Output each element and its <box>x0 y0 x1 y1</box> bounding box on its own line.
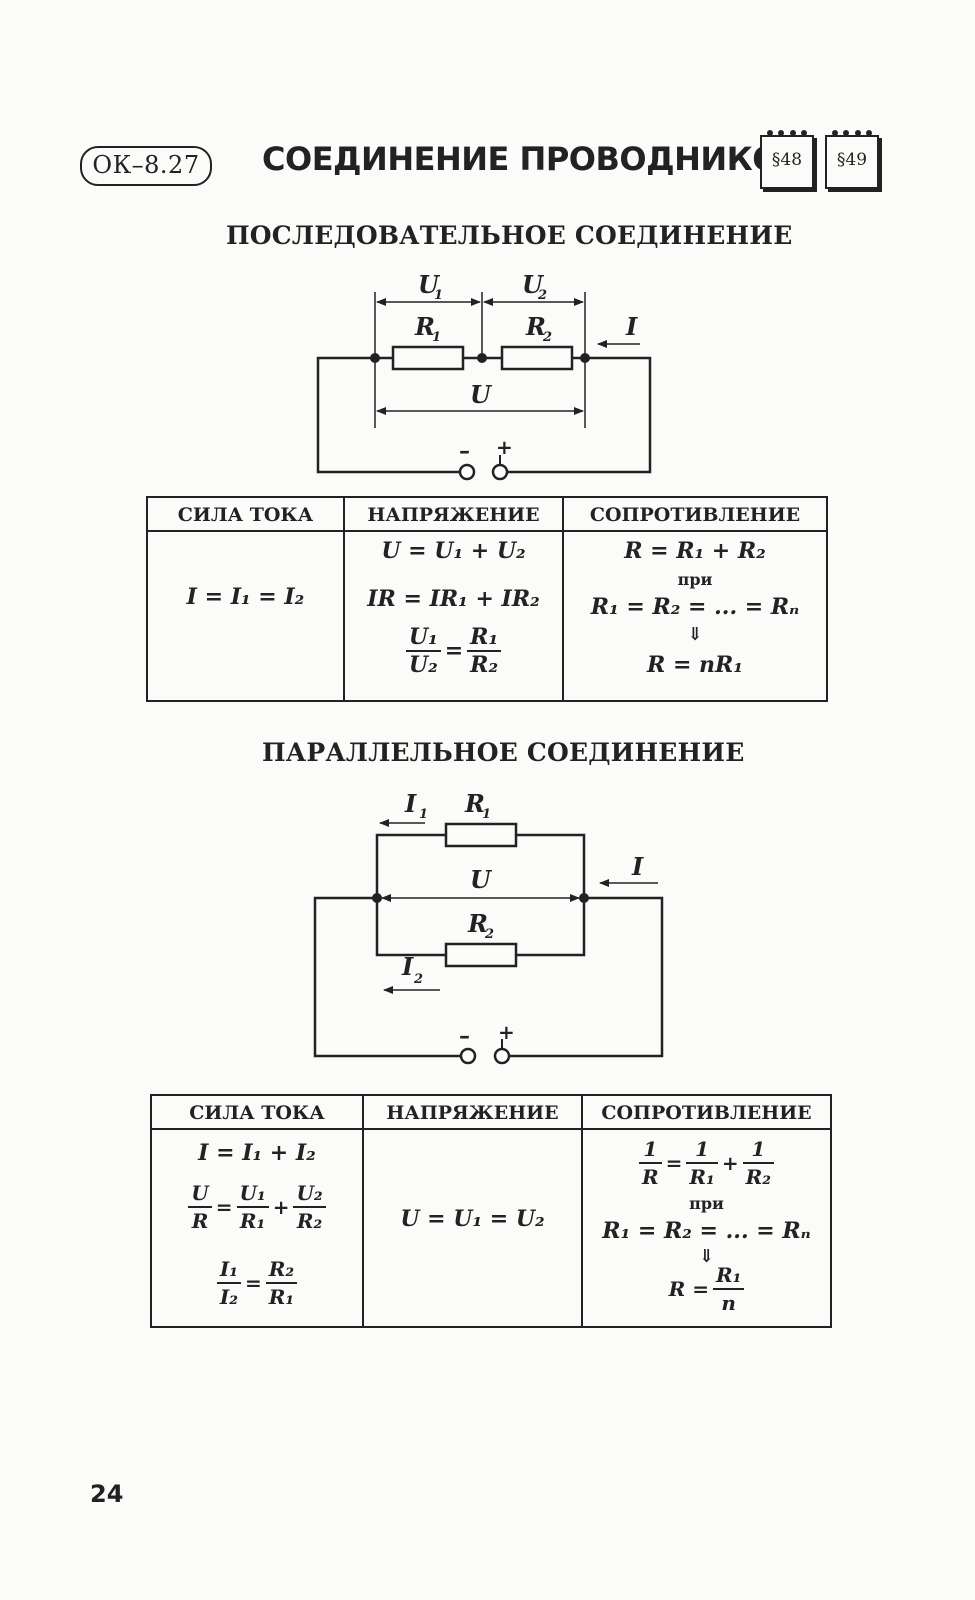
header-resistance: СОПРОТИВЛЕНИЕ <box>583 1096 830 1130</box>
label-voltage: U <box>470 380 493 409</box>
svg-text:1: 1 <box>434 288 443 303</box>
paragraph-ref-48: §48 <box>760 130 814 189</box>
series-resistance-equal: R₁ = R₂ = ... = Rₙ <box>590 594 800 620</box>
terminal-minus <box>459 1047 477 1065</box>
resistor-r1 <box>391 345 465 371</box>
svg-text:2: 2 <box>542 330 552 345</box>
label-plus: + <box>496 435 513 459</box>
binder-rings-icon <box>832 130 872 136</box>
header-voltage: НАПРЯЖЕНИЕ <box>345 498 562 532</box>
wire <box>375 833 586 898</box>
series-resistance-condition: при <box>677 570 713 589</box>
label-i2: I <box>401 952 414 981</box>
svg-text:2: 2 <box>413 972 423 987</box>
label-plus: + <box>498 1020 515 1044</box>
resistor-r2 <box>444 942 518 968</box>
label-r1: R <box>464 789 485 818</box>
paragraph-ref-49: §49 <box>825 130 879 189</box>
header-current: СИЛА ТОКА <box>148 498 343 532</box>
wire <box>506 356 652 474</box>
label-current: I <box>625 312 638 341</box>
page-title: СОЕДИНЕНИЕ ПРОВОДНИКОВ <box>262 140 803 178</box>
wire <box>508 896 664 1058</box>
svg-text:1: 1 <box>482 807 491 822</box>
series-formula-table: СИЛА ТОКА НАПРЯЖЕНИЕ СОПРОТИВЛЕНИЕ I = I… <box>146 496 828 702</box>
label-r1: R <box>414 312 435 341</box>
series-resistance-sum: R = R₁ + R₂ <box>624 538 766 564</box>
wire <box>375 898 586 957</box>
parallel-formula-table: СИЛА ТОКА НАПРЯЖЕНИЕ СОПРОТИВЛЕНИЕ I = I… <box>150 1094 832 1328</box>
label-r2: R <box>525 312 546 341</box>
parallel-voltage-formula: U = U₁ = U₂ <box>400 1206 545 1232</box>
parallel-resistance-condition: при <box>689 1194 724 1213</box>
paragraph-ref-label: §49 <box>836 150 868 170</box>
card-code: ОК–8.27 <box>80 146 212 186</box>
label-u1: U <box>418 270 441 299</box>
label-u2: U <box>522 270 545 299</box>
wire <box>316 356 460 474</box>
header-current: СИЛА ТОКА <box>152 1096 362 1130</box>
header-resistance: СОПРОТИВЛЕНИЕ <box>564 498 826 532</box>
series-current-formula: I = I₁ = I₂ <box>186 584 305 610</box>
terminal-plus <box>493 1047 511 1065</box>
label-current: I <box>631 852 644 881</box>
implies-arrow-icon: ⇓ <box>687 624 703 645</box>
series-heading: ПОСЛЕДОВАТЕЛЬНОЕ СОЕДИНЕНИЕ <box>226 221 793 250</box>
svg-text:1: 1 <box>419 807 428 822</box>
label-voltage: U <box>470 865 493 894</box>
implies-arrow-icon: ⇓ <box>698 1246 715 1267</box>
parallel-circuit-diagram: I 1 R 1 U I R 2 I 2 – + <box>313 789 664 1065</box>
resistor-r1 <box>444 822 518 848</box>
label-minus: – <box>459 1023 470 1049</box>
parallel-resistance-equal: R₁ = R₂ = ... = Rₙ <box>602 1218 811 1244</box>
svg-text:2: 2 <box>537 288 547 303</box>
label-minus: – <box>459 438 470 464</box>
resistor-r2 <box>500 345 574 371</box>
paragraph-ref-label: §48 <box>771 150 803 170</box>
series-resistance-result: R = nR₁ <box>647 652 743 678</box>
label-i1: I <box>404 789 417 818</box>
series-voltage-sum: U = U₁ + U₂ <box>381 538 526 564</box>
binder-rings-icon <box>767 130 807 136</box>
series-voltage-ohm: IR = IR₁ + IR₂ <box>367 586 540 612</box>
label-r2: R <box>467 909 488 938</box>
parallel-heading: ПАРАЛЛЕЛЬНОЕ СОЕДИНЕНИЕ <box>262 738 745 767</box>
parallel-current-sum: I = I₁ + I₂ <box>198 1140 316 1166</box>
page-number: 24 <box>90 1480 124 1508</box>
terminal-plus <box>491 463 509 481</box>
svg-text:2: 2 <box>484 927 494 942</box>
series-circuit-diagram: U 1 U 2 R 1 R 2 I U – + <box>316 270 652 481</box>
wire <box>313 896 462 1058</box>
header-voltage: НАПРЯЖЕНИЕ <box>364 1096 581 1130</box>
terminal-minus <box>458 463 476 481</box>
svg-text:1: 1 <box>432 330 441 345</box>
